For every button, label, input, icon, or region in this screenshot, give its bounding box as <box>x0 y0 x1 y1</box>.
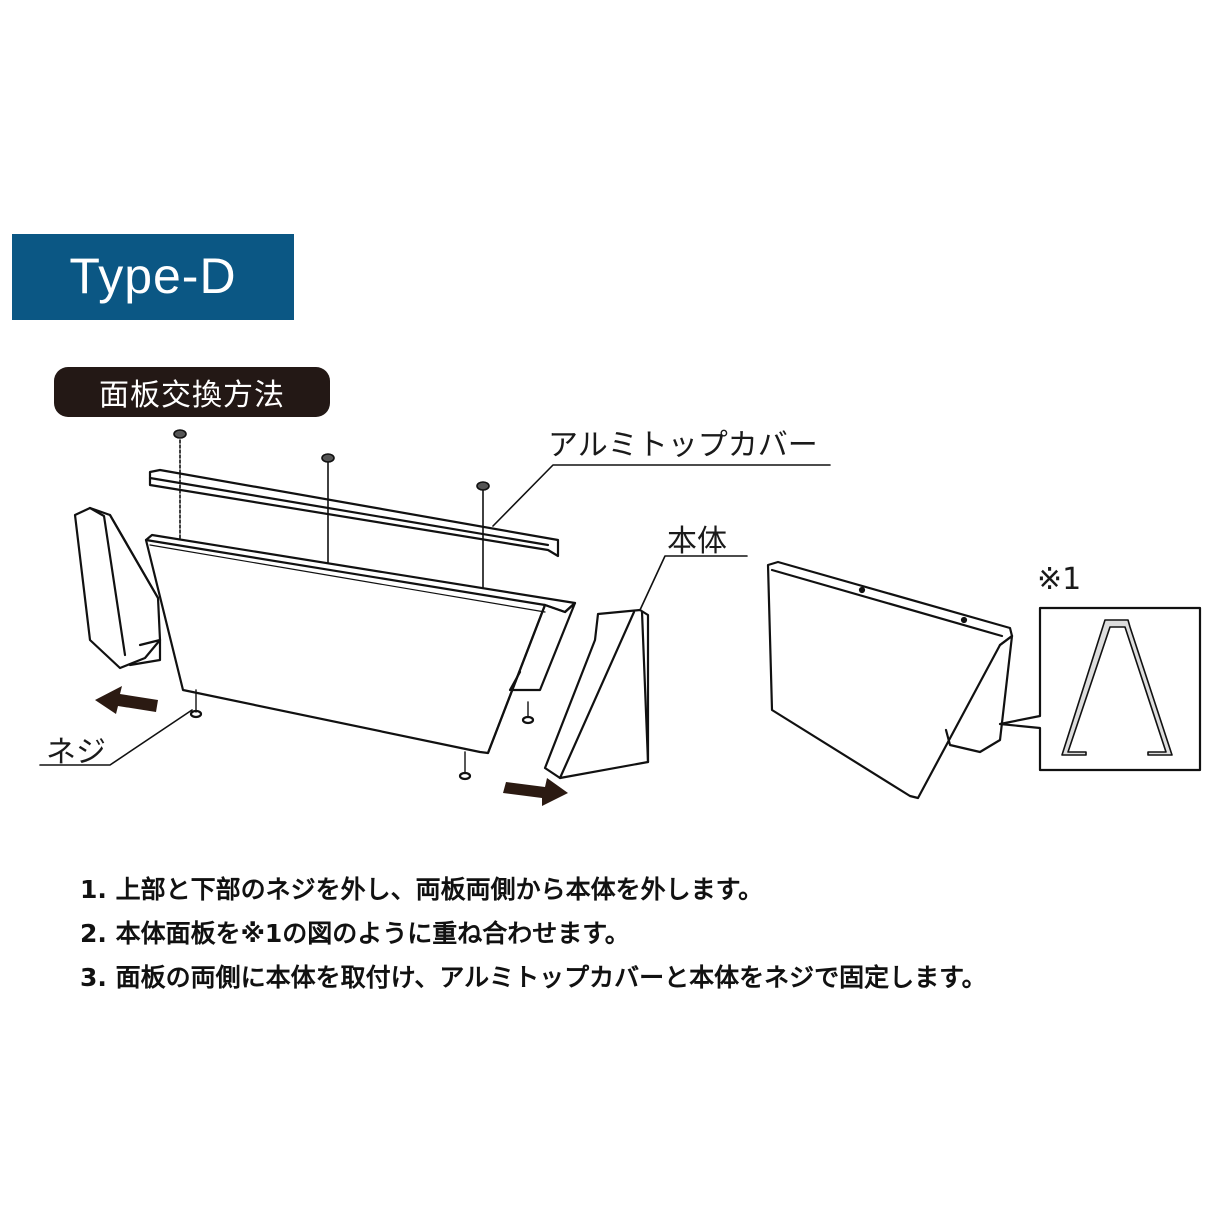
face-panel <box>144 533 577 781</box>
left-body-piece <box>73 506 162 670</box>
instruction-steps: 1. 上部と下部のネジを外し、両板両側から本体を外します。 2. 本体面板を※1… <box>80 868 987 1000</box>
assembled-unit <box>766 560 1014 800</box>
label-screw: ネジ <box>46 735 106 770</box>
right-body-piece <box>543 608 650 780</box>
step-2: 2. 本体面板を※1の図のように重ね合わせます。 <box>80 919 630 948</box>
section-title-pill: 面板交換方法 <box>54 367 330 417</box>
arrow-right-icon <box>503 778 568 806</box>
step-3: 3. 面板の両側に本体を取付け、アルミトップカバーと本体をネジで固定します。 <box>80 963 987 992</box>
aluminum-top-cover <box>148 468 560 558</box>
label-note-ref: ※1 <box>1037 562 1082 597</box>
leader-top-cover <box>492 464 831 527</box>
type-label: Type-D <box>69 248 237 304</box>
leader-body <box>639 555 748 611</box>
detail-callout-box <box>998 606 1202 772</box>
screw-icon <box>173 429 490 601</box>
overlap-profile-detail <box>1061 619 1173 756</box>
arrow-left-icon <box>95 686 158 714</box>
section-title: 面板交換方法 <box>99 378 285 413</box>
label-body: 本体 <box>667 524 727 559</box>
label-top-cover: アルミトップカバー <box>548 428 818 463</box>
type-badge: Type-D <box>12 234 294 320</box>
step-1: 1. 上部と下部のネジを外し、両板両側から本体を外します。 <box>80 875 764 904</box>
leader-screw <box>39 709 193 766</box>
